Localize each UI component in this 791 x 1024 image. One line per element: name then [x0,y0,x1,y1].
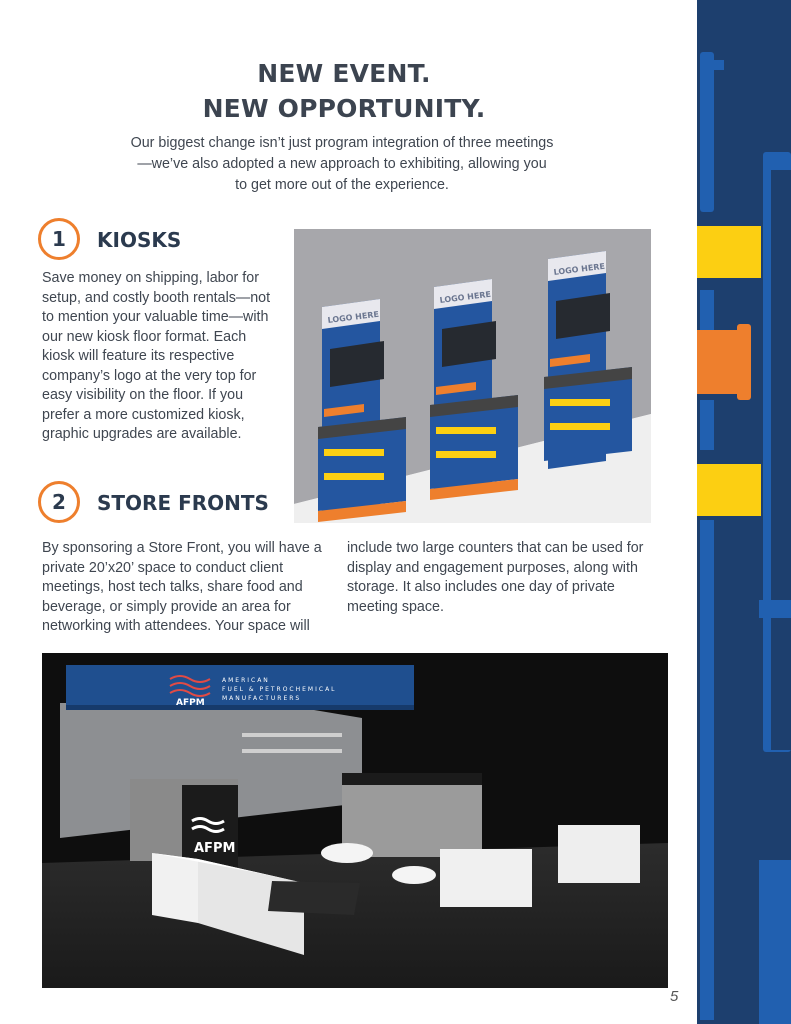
decorative-sidebar [697,0,791,1024]
banner-logo: AFPM [176,698,205,708]
heading-line-2: NEW OPPORTUNITY. [202,94,486,123]
heading-line-1: NEW EVENT. [257,59,431,88]
kiosk-unit: LOGO HERE [430,279,518,500]
counter-logo: AFPM [194,841,235,856]
banner-text-2: FUEL & PETROCHEMICAL [222,686,337,693]
kiosk-rendering-image: LOGO HERE LOGO HERE LOGO HERE [294,229,651,523]
intro-paragraph: Our biggest change isn’t just program in… [130,135,554,193]
storefronts-description-left: By sponsoring a Store Front, you will ha… [42,540,322,634]
kiosk-unit: LOGO HERE [544,251,632,469]
banner-text-1: AMERICAN [222,677,270,684]
kiosks-description: Save money on shipping, labor for setup,… [42,270,271,442]
storefronts-description-right: include two large counters that can be u… [347,540,644,615]
storefront-rendering-image: AFPM AMERICAN FUEL & PETROCHEMICAL MANUF… [42,653,668,988]
storefronts-title: STORE FRONTS [97,491,269,515]
kiosk-unit: LOGO HERE [318,299,406,522]
sidebar-pattern [697,0,791,1024]
page-number: 5 [670,988,679,1005]
section-number-badge: 1 [38,218,80,260]
banner-text-3: MANUFACTURERS [222,695,301,702]
section-number-badge: 2 [38,481,80,523]
page-heading: NEW EVENT. NEW OPPORTUNITY. [60,56,628,126]
storefront-banner [66,665,414,709]
kiosks-title: KIOSKS [97,228,182,252]
